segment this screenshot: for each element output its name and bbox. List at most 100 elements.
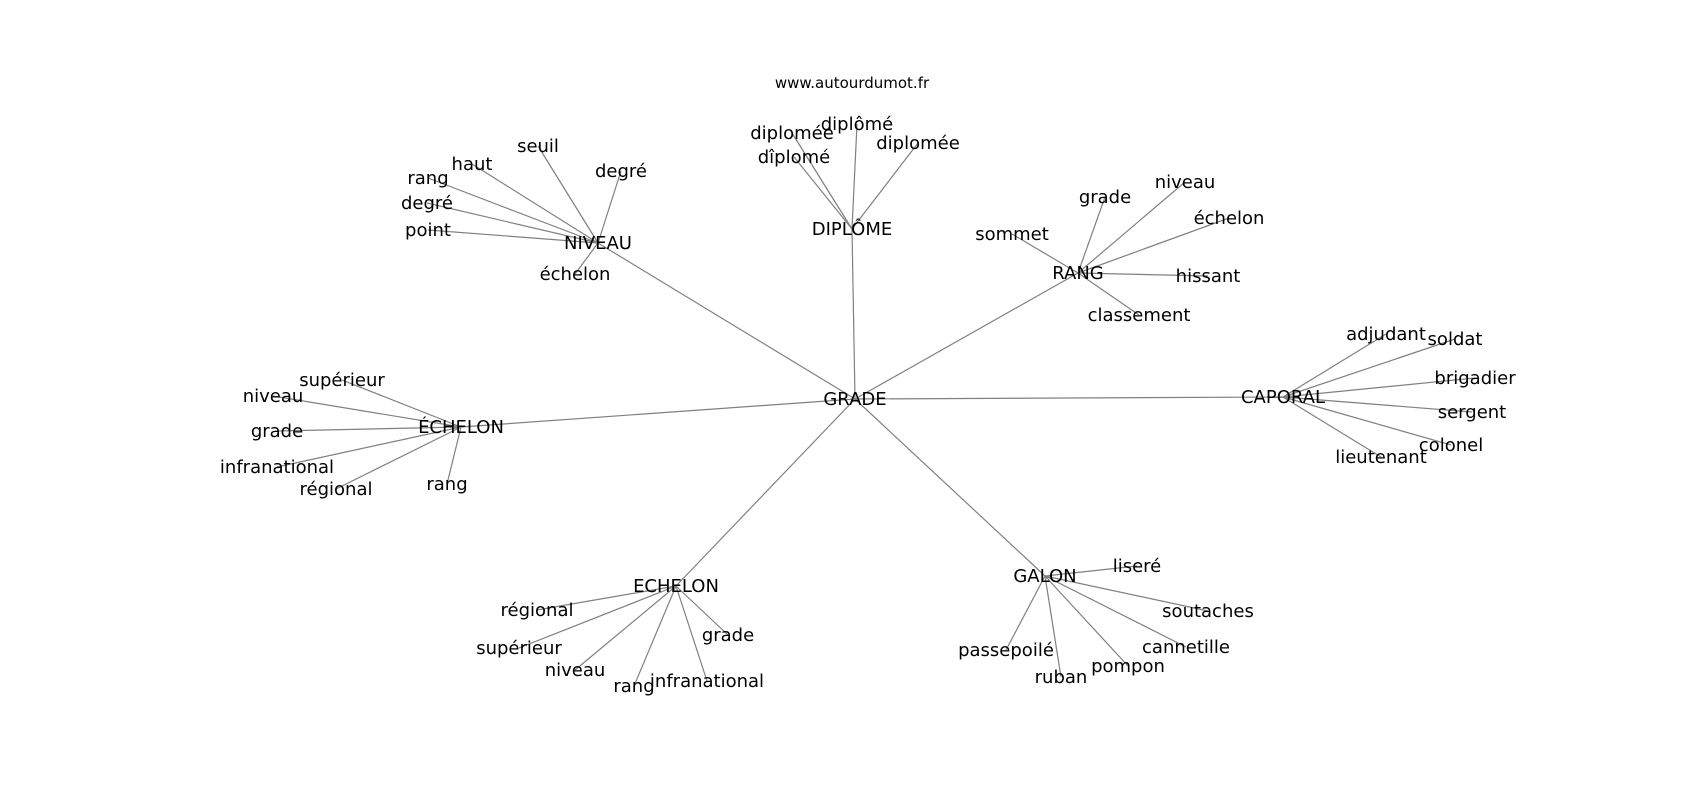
edge-hub-leaf bbox=[675, 585, 729, 636]
edge-hub-leaf bbox=[272, 395, 462, 428]
leaf-node-label: liseré bbox=[1113, 556, 1162, 577]
leaf-node-label: sergent bbox=[1438, 402, 1507, 423]
edge-hub-leaf bbox=[276, 426, 462, 468]
leaf-node-label: infranational bbox=[220, 457, 334, 478]
edge-center-hub bbox=[851, 228, 856, 400]
edge-hub-leaf bbox=[851, 123, 858, 230]
graph-edges bbox=[272, 123, 1476, 687]
graph-labels: GRADENIVEAUseuilhautrangdegrépointéchelo… bbox=[220, 114, 1516, 697]
leaf-node-label: classement bbox=[1088, 305, 1191, 326]
edge-hub-leaf bbox=[1044, 575, 1209, 612]
leaf-node-label: dîplomé bbox=[758, 147, 830, 168]
hub-node-label: ÉCHELON bbox=[418, 416, 504, 438]
edge-hub-leaf bbox=[851, 142, 919, 230]
edge-hub-leaf bbox=[1282, 396, 1382, 458]
leaf-node-label: point bbox=[405, 220, 451, 241]
hub-node-label: RANG bbox=[1052, 263, 1104, 284]
hub-node-label: ECHELON bbox=[633, 576, 719, 597]
leaf-node-label: pompon bbox=[1091, 656, 1165, 677]
edge-center-hub bbox=[854, 398, 1046, 577]
leaf-node-label: rang bbox=[613, 676, 654, 697]
leaf-node-label: niveau bbox=[545, 660, 606, 681]
leaf-node-label: brigadier bbox=[1434, 368, 1516, 389]
leaf-node-label: cannetille bbox=[1142, 637, 1230, 658]
edge-hub-leaf bbox=[426, 202, 599, 244]
edge-hub-leaf bbox=[1044, 575, 1129, 667]
leaf-node-label: diplomée bbox=[876, 133, 960, 154]
leaf-node-label: échelon bbox=[1194, 208, 1265, 229]
edge-hub-leaf bbox=[537, 145, 599, 244]
edge-hub-leaf bbox=[471, 163, 599, 244]
leaf-node-label: ruban bbox=[1035, 667, 1088, 688]
leaf-node-label: degré bbox=[401, 193, 453, 214]
leaf-node-label: colonel bbox=[1419, 435, 1483, 456]
hub-node-label: GALON bbox=[1013, 566, 1076, 587]
leaf-node-label: adjudant bbox=[1346, 324, 1426, 345]
leaf-node-label: rang bbox=[426, 474, 467, 495]
leaf-node-label: passepoilé bbox=[958, 640, 1054, 661]
leaf-node-label: grade bbox=[702, 625, 754, 646]
edge-hub-leaf bbox=[1077, 181, 1186, 274]
edge-hub-leaf bbox=[1005, 575, 1046, 651]
leaf-node-label: sommet bbox=[975, 224, 1049, 245]
edge-hub-leaf bbox=[1077, 272, 1209, 277]
edge-hub-leaf bbox=[276, 426, 462, 432]
edge-hub-leaf bbox=[1077, 272, 1140, 316]
edge-hub-leaf bbox=[574, 585, 677, 671]
edge-hub-leaf bbox=[536, 585, 677, 611]
edge-hub-leaf bbox=[675, 585, 708, 682]
edge-center-hub bbox=[854, 272, 1079, 400]
leaf-node-label: seuil bbox=[517, 136, 559, 157]
edge-hub-leaf bbox=[1011, 233, 1079, 274]
hub-node-label: CAPORAL bbox=[1241, 387, 1325, 408]
leaf-node-label: infranational bbox=[650, 671, 764, 692]
edge-center-hub bbox=[597, 242, 856, 400]
leaf-node-label: échelon bbox=[540, 264, 611, 285]
edge-hub-leaf bbox=[1044, 565, 1138, 577]
leaf-node-label: soldat bbox=[1428, 329, 1483, 350]
leaf-node-label: haut bbox=[452, 154, 493, 175]
leaf-node-label: hissant bbox=[1176, 266, 1241, 287]
watermark-text: www.autourdumot.fr bbox=[775, 74, 930, 92]
leaf-node-label: grade bbox=[1079, 187, 1131, 208]
leaf-node-label: supérieur bbox=[476, 638, 562, 659]
edge-hub-leaf bbox=[1077, 217, 1230, 274]
leaf-node-label: régional bbox=[501, 600, 574, 621]
edge-hub-leaf bbox=[1077, 196, 1106, 274]
hub-node-label: NIVEAU bbox=[564, 233, 632, 254]
leaf-node-label: soutaches bbox=[1162, 601, 1254, 622]
edge-hub-leaf bbox=[335, 426, 462, 490]
edge-hub-leaf bbox=[1044, 575, 1062, 678]
edge-hub-leaf bbox=[793, 156, 853, 230]
edge-hub-leaf bbox=[1282, 396, 1473, 413]
edge-hub-leaf bbox=[633, 585, 677, 687]
leaf-node-label: diplomée bbox=[750, 123, 834, 144]
edge-hub-leaf bbox=[791, 132, 853, 230]
edge-hub-leaf bbox=[1282, 333, 1387, 398]
edge-hub-leaf bbox=[597, 170, 622, 244]
edge-hub-leaf bbox=[427, 177, 599, 244]
edge-hub-leaf bbox=[427, 229, 599, 244]
leaf-node-label: régional bbox=[300, 479, 373, 500]
center-node-label: GRADE bbox=[823, 389, 886, 410]
hub-node-label: DIPLÔME bbox=[812, 218, 892, 240]
edge-hub-leaf bbox=[446, 426, 462, 485]
edge-hub-leaf bbox=[574, 242, 599, 275]
edge-hub-leaf bbox=[1044, 575, 1187, 648]
leaf-node-label: niveau bbox=[243, 386, 304, 407]
leaf-node-label: rang bbox=[407, 168, 448, 189]
edge-hub-leaf bbox=[1282, 338, 1456, 398]
leaf-node-label: grade bbox=[251, 421, 303, 442]
edge-hub-leaf bbox=[341, 379, 462, 428]
leaf-node-label: supérieur bbox=[299, 370, 385, 391]
edge-hub-leaf bbox=[518, 585, 677, 649]
edge-hub-leaf bbox=[1282, 377, 1476, 398]
leaf-node-label: niveau bbox=[1155, 172, 1216, 193]
leaf-node-label: diplômé bbox=[821, 114, 893, 135]
leaf-node-label: degré bbox=[595, 161, 647, 182]
edge-center-hub bbox=[854, 396, 1284, 400]
edge-center-hub bbox=[460, 398, 856, 428]
edge-hub-leaf bbox=[1282, 396, 1452, 446]
leaf-node-label: lieutenant bbox=[1335, 447, 1427, 468]
